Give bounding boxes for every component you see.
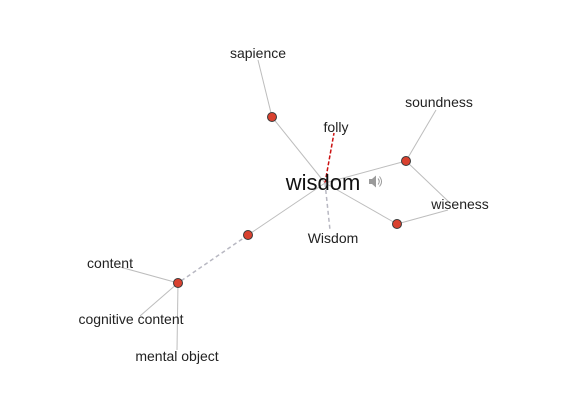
word-label-content[interactable]: content xyxy=(87,255,133,271)
edge-content-node-mental xyxy=(176,282,179,351)
root-word-label[interactable]: wisdom xyxy=(285,170,361,195)
node-hypernym[interactable] xyxy=(243,230,253,240)
node-sapience[interactable] xyxy=(267,112,277,122)
word-label-wiseness[interactable]: wiseness xyxy=(430,196,489,212)
node-content[interactable] xyxy=(173,278,183,288)
edge-content-node-cognitive xyxy=(139,282,179,317)
edge-root-wisdom-cap xyxy=(324,182,331,231)
edge-wiseness-node-label xyxy=(396,209,449,225)
speaker-icon[interactable] xyxy=(369,175,382,188)
edge-sapience-node-label xyxy=(257,59,273,118)
edge-soundness-node-label xyxy=(405,109,437,162)
graph-labels: wisdom sapience folly soundness wiseness… xyxy=(78,45,488,364)
edge-root-hypernym-node xyxy=(247,182,326,236)
word-label-soundness[interactable]: soundness xyxy=(405,94,473,110)
edge-root-folly xyxy=(324,132,335,184)
edge-root-wiseness-node xyxy=(324,182,398,225)
word-label-cognitive-content[interactable]: cognitive content xyxy=(78,311,183,327)
word-label-folly[interactable]: folly xyxy=(324,119,349,135)
edge-root-sapience-node xyxy=(271,116,326,184)
edge-content-node-content xyxy=(119,266,179,284)
word-label-mental-object[interactable]: mental object xyxy=(135,348,218,364)
node-wiseness[interactable] xyxy=(392,219,402,229)
graph-nodes xyxy=(173,112,411,288)
word-label-sapience[interactable]: sapience xyxy=(230,45,286,61)
edge-soundness-node-wiseness xyxy=(405,160,451,204)
edge-root-soundness-node xyxy=(324,160,407,184)
edge-hypernym-node-content-node xyxy=(177,234,249,284)
node-soundness[interactable] xyxy=(401,156,411,166)
word-label-wisdom-cap[interactable]: Wisdom xyxy=(308,230,359,246)
graph-edges xyxy=(119,59,451,351)
